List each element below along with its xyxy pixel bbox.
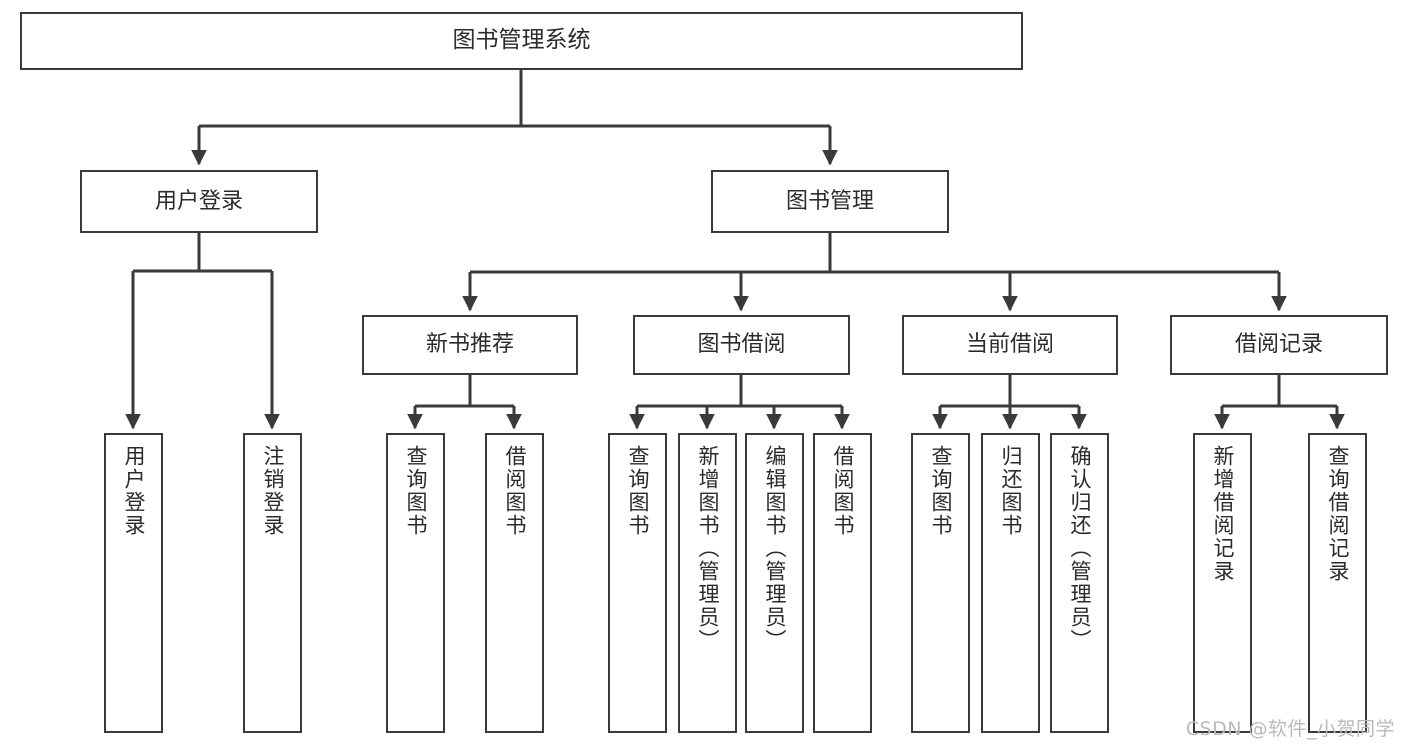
node-label: 新增图书（管理员） bbox=[696, 445, 720, 652]
node-label: 确认归还（管理员） bbox=[1068, 445, 1092, 652]
leaf-query-books-borrow[interactable]: 查询图书 bbox=[608, 433, 667, 733]
node-label: 归还图书 bbox=[999, 445, 1023, 537]
node-label: 查询图书 bbox=[929, 445, 953, 537]
node-label: 当前借阅 bbox=[965, 332, 1054, 358]
leaf-add-book-admin[interactable]: 新增图书（管理员） bbox=[678, 433, 737, 733]
node-label: 注销登录 bbox=[261, 445, 285, 537]
node-label: 用户登录 bbox=[122, 445, 146, 537]
node-new-book-recommend[interactable]: 新书推荐 bbox=[362, 315, 578, 375]
node-label: 查询图书 bbox=[626, 445, 650, 537]
node-label: 查询借阅记录 bbox=[1326, 445, 1350, 583]
node-label: 借阅图书 bbox=[831, 445, 855, 537]
node-label: 图书借阅 bbox=[697, 332, 786, 358]
node-label: 新书推荐 bbox=[425, 332, 514, 358]
leaf-query-borrow-record[interactable]: 查询借阅记录 bbox=[1308, 433, 1367, 733]
leaf-confirm-return-admin[interactable]: 确认归还（管理员） bbox=[1050, 433, 1109, 733]
leaf-user-login[interactable]: 用户登录 bbox=[104, 433, 163, 733]
node-current-borrow[interactable]: 当前借阅 bbox=[902, 315, 1118, 375]
leaf-query-books-new[interactable]: 查询图书 bbox=[386, 433, 445, 733]
node-label: 图书管理 bbox=[785, 188, 874, 214]
node-root-book-management-system[interactable]: 图书管理系统 bbox=[20, 12, 1023, 70]
leaf-borrow-books-new[interactable]: 借阅图书 bbox=[485, 433, 544, 733]
node-book-management[interactable]: 图书管理 bbox=[711, 170, 949, 233]
node-label: 图书管理系统 bbox=[452, 27, 591, 54]
leaf-borrow-books[interactable]: 借阅图书 bbox=[813, 433, 872, 733]
leaf-query-books-current[interactable]: 查询图书 bbox=[911, 433, 970, 733]
node-label: 借阅图书 bbox=[503, 445, 527, 537]
node-label: 新增借阅记录 bbox=[1211, 445, 1235, 583]
node-label: 借阅记录 bbox=[1234, 332, 1323, 358]
node-book-borrow[interactable]: 图书借阅 bbox=[633, 315, 850, 375]
leaf-return-books[interactable]: 归还图书 bbox=[981, 433, 1040, 733]
node-label: 编辑图书（管理员） bbox=[763, 445, 787, 652]
node-borrow-record[interactable]: 借阅记录 bbox=[1170, 315, 1388, 375]
leaf-add-borrow-record[interactable]: 新增借阅记录 bbox=[1193, 433, 1252, 733]
watermark-text: CSDN @软件_小贺同学 bbox=[1185, 718, 1395, 740]
leaf-logout[interactable]: 注销登录 bbox=[243, 433, 302, 733]
leaf-edit-book-admin[interactable]: 编辑图书（管理员） bbox=[745, 433, 804, 733]
node-label: 用户登录 bbox=[154, 188, 243, 214]
node-user-login[interactable]: 用户登录 bbox=[80, 170, 318, 233]
node-label: 查询图书 bbox=[404, 445, 428, 537]
